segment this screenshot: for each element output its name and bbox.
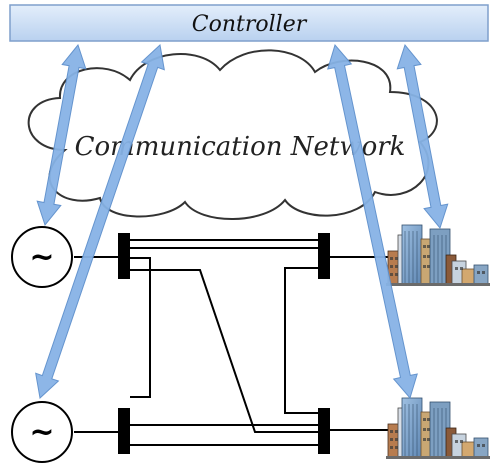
busbar-bottom-left [118,408,130,454]
busbar-bottom-right [318,408,330,454]
communication-links [35,43,449,400]
generator-1-symbol: ~ [29,240,54,275]
left-vertical-line [130,257,151,398]
busbar-top-right [318,233,330,279]
busbars [118,233,330,454]
generator-1: ~ [11,226,73,288]
generator-2-symbol: ~ [29,415,54,450]
link-controller-generator-1 [36,43,87,227]
diagonal-line [130,269,320,433]
busbar-top-left [118,233,130,279]
city-load-1 [385,224,491,287]
city-load-2 [385,397,491,460]
right-vertical-line [284,267,320,414]
power-network [74,239,388,446]
controller-label: Controller [192,12,308,37]
controller-box: Controller [9,4,489,42]
link-controller-generator-2 [35,44,165,399]
link-controller-city-2 [327,43,418,400]
link-controller-city-1 [396,43,449,230]
city-buildings-icon [385,397,491,460]
city-buildings-icon [385,224,491,287]
ac-generator-icon [11,401,73,463]
ac-generator-icon [11,226,73,288]
generator-2: ~ [11,401,73,463]
communication-network-cloud: Communication Network [27,49,438,220]
